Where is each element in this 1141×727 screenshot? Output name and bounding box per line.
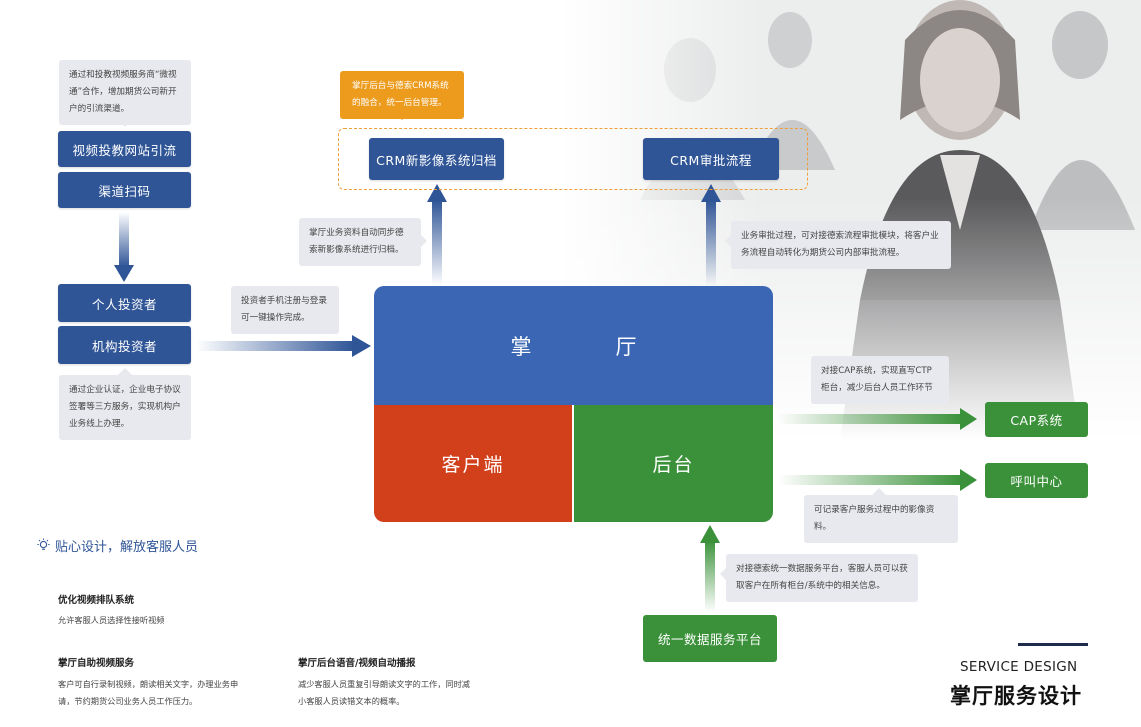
personal-investor-button[interactable]: 个人投资者	[58, 284, 191, 322]
video-channel-note: 通过和投教视频服务商“微视通”合作，增加期货公司新开户的引流渠道。	[59, 60, 191, 125]
note-pointer-icon	[280, 325, 294, 332]
note-pointer-icon	[725, 234, 732, 248]
hall-block: 掌 厅 客户端 后台	[374, 286, 773, 522]
call-record-note: 可记录客户服务过程中的影像资料。	[804, 495, 958, 543]
note-pointer-icon	[872, 398, 886, 405]
data-platform-button[interactable]: 统一数据服务平台	[643, 615, 777, 662]
crm-merge-note: 掌厅后台与德索CRM系统的融合，统一后台管理。	[340, 71, 464, 119]
feature-desc: 减少客服人员重复引导朗读文字的工作，同时减小客服人员读错文本的概率。	[298, 679, 470, 706]
brand-title-cn: 掌厅服务设计	[950, 684, 1082, 708]
feature-title: 优化视频排队系统	[58, 595, 135, 606]
note-pointer-icon	[420, 234, 427, 248]
crm-archive-button[interactable]: CRM新影像系统归档	[369, 138, 504, 180]
hall-title-right: 厅	[615, 334, 637, 359]
slogan-text: 贴心设计，解放客服人员	[55, 540, 199, 555]
backend-block[interactable]: 后台	[574, 405, 773, 522]
cap-system-button[interactable]: CAP系统	[985, 402, 1088, 437]
note-pointer-icon	[720, 567, 727, 581]
note-pointer-icon	[395, 113, 409, 120]
note-pointer-icon	[118, 368, 132, 375]
call-center-button[interactable]: 呼叫中心	[985, 463, 1088, 498]
feature-desc: 客户可自行录制视频，朗读相关文字，办理业务申请，节约期货公司业务人员工作压力。	[58, 679, 239, 706]
channel-scan-button[interactable]: 渠道扫码	[58, 172, 191, 208]
feature-title: 掌厅自助视频服务	[58, 658, 135, 669]
institution-note: 通过企业认证，企业电子协议签署等三方服务，实现机构户业务线上办理。	[59, 375, 191, 440]
hall-title[interactable]: 掌 厅	[374, 286, 773, 405]
lightbulb-icon	[37, 538, 50, 550]
slogan: 贴心设计，解放客服人员	[36, 536, 198, 555]
client-block[interactable]: 客户端	[374, 405, 572, 522]
data-platform-note: 对接德索统一数据服务平台，客服人员可以获取客户在所有柜台/系统中的相关信息。	[726, 554, 918, 602]
institution-investor-button[interactable]: 机构投资者	[58, 326, 191, 364]
video-site-button[interactable]: 视频投教网站引流	[58, 131, 191, 167]
hall-title-left: 掌	[510, 334, 532, 359]
approve-flow-note: 业务审批过程，可对接德索流程审批模块，将客户业务流程自动转化为期货公司内部审批流…	[731, 221, 951, 269]
feature-desc: 允许客服人员选择性接听视频	[58, 615, 165, 625]
crm-group-box	[338, 128, 808, 190]
crm-approve-button[interactable]: CRM审批流程	[643, 138, 779, 180]
note-pointer-icon	[872, 488, 886, 495]
feature-title: 掌厅后台语音/视频自动播报	[298, 658, 416, 669]
sync-archive-note: 掌厅业务资料自动同步德索新影像系统进行归档。	[299, 218, 421, 266]
brand-title-en: SERVICE DESIGN	[960, 659, 1078, 675]
brand-divider	[1018, 643, 1088, 646]
note-pointer-icon	[118, 120, 132, 127]
cap-note: 对接CAP系统，实现直写CTP柜台，减少后台人员工作环节	[811, 356, 949, 404]
